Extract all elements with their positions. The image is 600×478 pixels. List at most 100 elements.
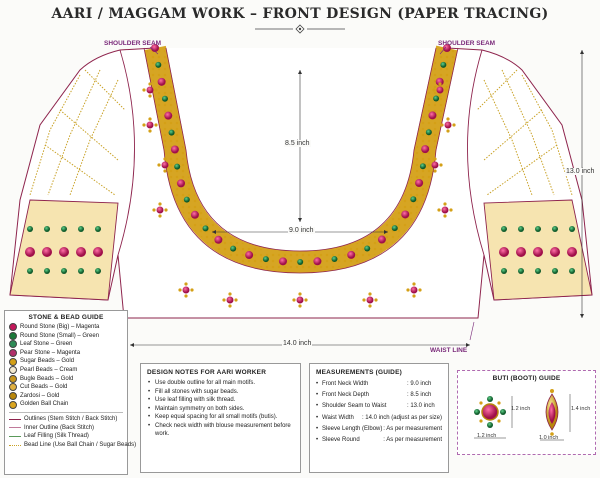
body-buti-bead-icon bbox=[446, 129, 450, 133]
measurement-value: : 13.0 inch bbox=[407, 403, 435, 410]
stone-guide-title: STONE & BEAD GUIDE bbox=[28, 314, 104, 321]
body-buti-bead-icon bbox=[446, 117, 450, 121]
body-buti-bead-icon bbox=[142, 88, 146, 92]
line-guide-label: Leaf Filling (Silk Thread) bbox=[24, 433, 89, 440]
stone-swatch-icon bbox=[9, 400, 17, 409]
stone-guide-item: Sugar Beads – Gold bbox=[9, 357, 123, 366]
body-buti-bead-icon bbox=[228, 292, 232, 296]
neck-stone-icon bbox=[190, 210, 199, 219]
design-note-item: Keep equal spacing for all small motifs … bbox=[147, 413, 294, 422]
stone-guide-item: Leaf Stone – Green bbox=[9, 340, 123, 349]
neck-stone-icon bbox=[183, 196, 190, 203]
body-buti-bead-icon bbox=[184, 294, 188, 298]
total-height-label: 13.0 inch bbox=[565, 168, 596, 175]
body-buti-icon bbox=[296, 296, 304, 304]
buti-one-icon bbox=[474, 396, 506, 428]
buti2-height-label: 1.4 inch bbox=[571, 406, 591, 412]
body-buti-bead-icon bbox=[437, 208, 441, 212]
line-guide-label: Inner Outline (Back Stitch) bbox=[24, 424, 95, 431]
body-buti-bead-icon bbox=[157, 163, 161, 167]
stone-guide-item: Round Stone (Big) – Magenta bbox=[9, 323, 123, 332]
body-buti-bead-icon bbox=[222, 298, 226, 302]
body-buti-icon bbox=[436, 86, 444, 94]
sleeve-stone-icon bbox=[42, 247, 52, 257]
sleeve-stone-icon bbox=[567, 247, 577, 257]
body-buti-bead-icon bbox=[362, 298, 366, 302]
stone-swatch-icon bbox=[9, 374, 17, 383]
right-sleeve-lattice bbox=[476, 69, 573, 196]
body-buti-bead-icon bbox=[452, 123, 456, 127]
body-buti-bead-icon bbox=[163, 157, 167, 161]
neck-stone-icon bbox=[202, 225, 209, 232]
sleeve-stone-icon bbox=[78, 226, 84, 232]
body-buti-bead-icon bbox=[190, 288, 194, 292]
body-buti-bead-icon bbox=[443, 214, 447, 218]
body-buti-bead-icon bbox=[368, 292, 372, 296]
body-buti-bead-icon bbox=[234, 298, 238, 302]
neck-stone-icon bbox=[421, 145, 430, 154]
neck-stone-icon bbox=[278, 257, 287, 266]
body-buti-bead-icon bbox=[433, 169, 437, 173]
stone-guide-label: Bugle Beads – Gold bbox=[20, 375, 74, 382]
measurement-value: : 8.5 inch bbox=[407, 392, 432, 399]
measurement-label: Shoulder Seam to Waist bbox=[316, 401, 407, 412]
body-buti-bead-icon bbox=[228, 304, 232, 308]
neck-stone-icon bbox=[401, 210, 410, 219]
neck-stone-icon bbox=[164, 111, 173, 120]
sleeve-stone-icon bbox=[25, 247, 35, 257]
measurement-row: Sleeve Length (Elbow): As per measuremen… bbox=[316, 424, 442, 435]
body-buti-bead-icon bbox=[412, 282, 416, 286]
measurements-title: MEASUREMENTS (GUIDE) bbox=[316, 369, 402, 376]
neck-stone-icon bbox=[425, 129, 432, 136]
measurement-row: Front Neck Width: 9.0 inch bbox=[316, 379, 442, 390]
line-guide-item: Bead Line (Use Ball Chain / Sugar Beads) bbox=[9, 441, 136, 450]
body-buti-bead-icon bbox=[164, 208, 168, 212]
line-swatch-icon bbox=[9, 444, 21, 446]
measurement-row: Waist Width: 14.0 inch (adjust as per si… bbox=[316, 413, 442, 424]
neck-stone-icon bbox=[230, 245, 237, 252]
body-buti-bead-icon bbox=[444, 88, 448, 92]
body-buti-bead-icon bbox=[427, 163, 431, 167]
body-buti-bead-icon bbox=[148, 94, 152, 98]
body-buti-bead-icon bbox=[158, 214, 162, 218]
body-buti-bead-icon bbox=[292, 298, 296, 302]
body-buti-bead-icon bbox=[298, 304, 302, 308]
sleeve-stone-icon bbox=[569, 268, 575, 274]
measurement-label: Waist Width bbox=[316, 413, 362, 424]
shoulder-seam-right-label: SHOULDER SEAM bbox=[438, 40, 496, 47]
neck-stone-icon bbox=[364, 245, 371, 252]
sleeve-stone-icon bbox=[61, 268, 67, 274]
waist-width-label: 14.0 inch bbox=[282, 340, 313, 347]
body-buti-icon bbox=[431, 161, 439, 169]
body-buti-icon bbox=[146, 86, 154, 94]
sleeve-stone-icon bbox=[95, 226, 101, 232]
line-swatch-icon bbox=[9, 418, 21, 420]
neck-stone-icon bbox=[297, 258, 304, 265]
sleeve-stone-icon bbox=[501, 226, 507, 232]
neck-stone-icon bbox=[214, 235, 223, 244]
buti-guide-title: BUTI (BOOTI) GUIDE bbox=[492, 375, 561, 382]
body-buti-bead-icon bbox=[148, 129, 152, 133]
sleeve-stone-icon bbox=[518, 268, 524, 274]
buti-diagrams bbox=[474, 389, 571, 441]
body-buti-bead-icon bbox=[433, 157, 437, 161]
neck-stone-icon bbox=[415, 178, 424, 187]
sleeve-stone-icon bbox=[27, 226, 33, 232]
body-buti-bead-icon bbox=[406, 288, 410, 292]
sleeve-stone-icon bbox=[550, 247, 560, 257]
sleeve-stone-icon bbox=[59, 247, 69, 257]
neck-stone-icon bbox=[435, 77, 444, 86]
sleeve-stone-icon bbox=[569, 226, 575, 232]
measurement-value: : As per measurement bbox=[383, 425, 442, 432]
stone-guide-label: Pear Stone – Magenta bbox=[20, 349, 81, 356]
neck-stone-icon bbox=[331, 256, 338, 263]
body-buti-bead-icon bbox=[163, 169, 167, 173]
stone-swatch-icon bbox=[9, 323, 17, 332]
sleeve-stone-icon bbox=[535, 226, 541, 232]
body-buti-bead-icon bbox=[374, 298, 378, 302]
design-notes-box: DESIGN NOTES FOR AARI WORKER Use double … bbox=[140, 363, 301, 473]
sleeve-stone-icon bbox=[535, 268, 541, 274]
stone-guide-label: Cut Beads – Gold bbox=[20, 384, 68, 391]
body-buti-bead-icon bbox=[449, 208, 453, 212]
